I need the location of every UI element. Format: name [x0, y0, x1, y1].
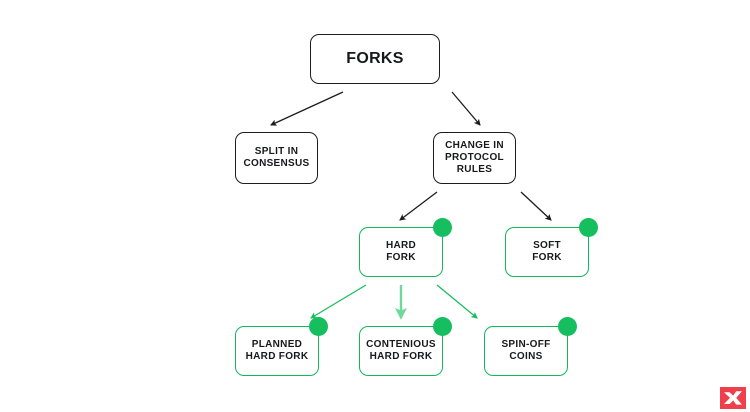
node-spin-off-coins[interactable]: SPIN-OFF COINS	[484, 326, 568, 376]
edge-protocol-to-soft-fork	[520, 191, 552, 221]
node-contenious-hard-fork[interactable]: CONTENIOUS HARD FORK	[359, 326, 443, 376]
status-dot-hard-fork	[433, 218, 452, 237]
node-label-planned-hard-fork: PLANNED HARD FORK	[245, 339, 309, 362]
status-dot-soft-fork	[579, 218, 598, 237]
node-label-split-in-consensus: SPLIT IN CONSENSUS	[243, 146, 310, 169]
node-label-forks: FORKS	[346, 49, 404, 67]
node-forks[interactable]: FORKS	[310, 34, 440, 84]
brand-logo	[720, 387, 746, 409]
node-label-soft-fork: SOFT FORK	[532, 240, 562, 263]
node-hard-fork[interactable]: HARD FORK	[359, 227, 443, 277]
status-dot-contenious-hard-fork	[433, 317, 452, 336]
brand-logo-mark-icon	[724, 391, 742, 405]
node-label-contenious-hard-fork: CONTENIOUS HARD FORK	[366, 339, 436, 362]
edge-hard-fork-to-planned-hard-fork	[310, 284, 367, 319]
node-label-spin-off-coins: SPIN-OFF COINS	[501, 339, 551, 362]
edge-forks-to-split-in-consensus	[270, 91, 344, 126]
node-planned-hard-fork[interactable]: PLANNED HARD FORK	[235, 326, 319, 376]
node-split-in-consensus[interactable]: SPLIT IN CONSENSUS	[235, 132, 318, 184]
node-label-hard-fork: HARD FORK	[385, 240, 417, 263]
node-soft-fork[interactable]: SOFT FORK	[505, 227, 589, 277]
status-dot-spin-off-coins	[558, 317, 577, 336]
node-label-change-in-protocol-rules: CHANGE IN PROTOCOL RULES	[445, 140, 504, 175]
edge-hard-fork-to-spin-off-coins	[436, 284, 478, 319]
status-dot-planned-hard-fork	[309, 317, 328, 336]
edge-forks-to-change-in-protocol-rules	[451, 91, 481, 126]
node-change-in-protocol-rules[interactable]: CHANGE IN PROTOCOL RULES	[433, 132, 516, 184]
edge-protocol-to-hard-fork	[399, 191, 438, 221]
